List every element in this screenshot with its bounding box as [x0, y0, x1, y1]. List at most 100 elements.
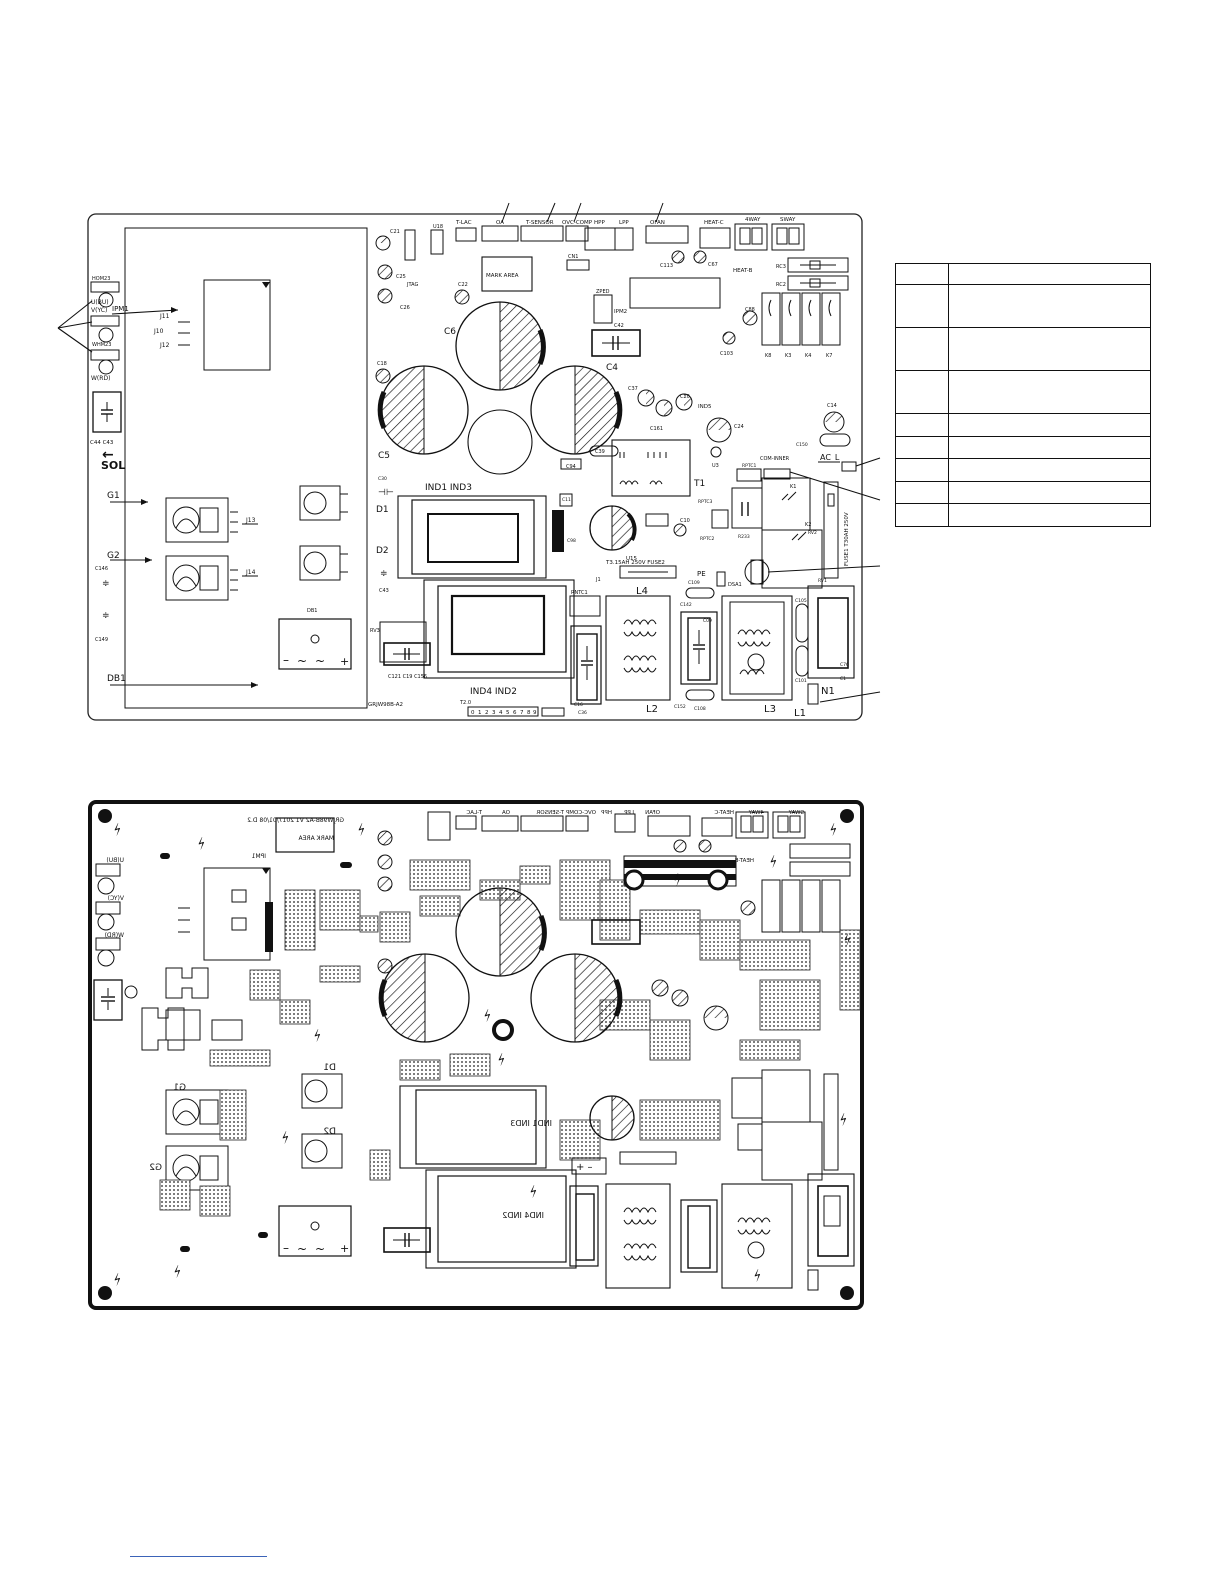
label-c94: C94	[566, 464, 576, 470]
svg-text:5: 5	[506, 710, 510, 716]
label-ac-l: AC_L	[820, 453, 840, 462]
svg-text:–: –	[283, 653, 289, 667]
legend-cell	[948, 284, 1151, 329]
svg-text:9: 9	[533, 710, 537, 716]
bottom-version: GRJW98B-A2 V1 2017/01/08 D.2	[247, 817, 344, 824]
svg-text:~: ~	[315, 1242, 325, 1256]
svg-text:≑: ≑	[102, 579, 110, 589]
label-u15: U15	[626, 556, 638, 562]
relay-k7: K7	[826, 353, 832, 359]
label-c105: C105	[795, 598, 807, 604]
legend-cell	[895, 435, 949, 460]
bottom-header-ovc-comp: OVC-COMP	[565, 810, 596, 816]
bottom-d2: D2	[323, 1127, 336, 1137]
legend-cell	[948, 503, 1151, 527]
label-k2: K2	[805, 522, 811, 528]
label-c18: C18	[377, 361, 387, 367]
label-j1: J1	[595, 577, 601, 583]
header-ofan: OFAN	[650, 220, 665, 226]
label-g1: G1	[107, 491, 120, 501]
bottom-ipm1: IPM1	[251, 853, 266, 860]
svg-text:4: 4	[499, 710, 503, 716]
label-c98: C98	[567, 538, 576, 544]
legend-cell	[895, 370, 949, 415]
label-c11: C11	[562, 497, 571, 503]
footer-link-underline	[130, 1556, 267, 1557]
bottom-ind42: IND4 IND2	[502, 1211, 544, 1220]
label-c101: C101	[795, 678, 807, 684]
label-c161: C161	[650, 426, 663, 432]
label-w: W(RD)	[91, 375, 110, 382]
label-j12: J12	[159, 342, 170, 349]
label-c24: C24	[734, 424, 744, 430]
bottom-header-lpp: LPP	[624, 810, 634, 816]
bottom-ind13: IND1 IND3	[510, 1119, 552, 1128]
legend-cell	[895, 458, 949, 482]
label-sol: SOL	[101, 459, 125, 472]
label-rc3: RC3	[776, 264, 786, 270]
label-vyc: WHM23	[92, 342, 111, 348]
label-j13: J13	[245, 517, 256, 524]
header-lpp: LPP	[619, 220, 629, 226]
label-c16: C16	[574, 702, 583, 708]
label-rc2: RC2	[776, 282, 786, 288]
label-c67: C67	[708, 262, 718, 268]
label-k1: K1	[790, 484, 796, 490]
legend-cell	[948, 262, 1151, 286]
label-db1: DB1	[307, 608, 317, 614]
label-pe: PE	[697, 570, 706, 578]
label-c25: C25	[396, 274, 406, 280]
relay-row: K8 K3 K4 K7	[761, 292, 841, 359]
legend-cell	[895, 503, 949, 527]
label-c76: C76	[840, 662, 849, 668]
label-r233: R233	[738, 534, 750, 540]
label-d2: D2	[376, 546, 389, 556]
label-c152: C152	[674, 704, 686, 710]
header-sway: SWAY	[780, 217, 796, 223]
label-c26: C26	[400, 305, 410, 311]
ipm-area	[124, 227, 368, 709]
label-c149: C149	[95, 637, 108, 643]
label-l2: L2	[646, 704, 658, 715]
bottom-mark-area: MARK AREA	[298, 835, 334, 842]
label-c88: C88	[745, 307, 755, 313]
header-ovc-comp: OVC-COMP	[562, 220, 593, 226]
label-t2: T2.0	[459, 700, 471, 706]
label-c36: C36	[578, 710, 587, 716]
label-j14: J14	[245, 569, 256, 576]
label-c09: C09	[703, 618, 712, 624]
label-rntc1: RNTC1	[571, 590, 588, 596]
svg-text:~: ~	[297, 654, 307, 668]
label-c14: C14	[827, 403, 837, 409]
label-c44: C44 C43	[90, 440, 114, 446]
header-heat-c: HEAT-C	[704, 220, 724, 226]
svg-text:1: 1	[478, 710, 482, 716]
label-g2: G2	[107, 551, 120, 561]
relay-k3: K3	[785, 353, 791, 359]
bottom-header-t-sensor: T-SENSOR	[536, 810, 565, 816]
label-ipm1: IPM1	[112, 305, 129, 313]
label-c1: C1	[840, 676, 846, 682]
legend-cell	[948, 435, 1151, 460]
svg-text:⊣⊢: ⊣⊢	[378, 488, 394, 498]
legend-cell	[895, 413, 949, 437]
label-c121: C121 C19 C156	[388, 674, 427, 680]
label-c42: C42	[614, 323, 624, 329]
svg-text:3: 3	[492, 710, 496, 716]
label-c108: C108	[694, 706, 706, 712]
label-c5: C5	[378, 451, 390, 461]
label-c142: C142	[680, 602, 692, 608]
svg-text:+: +	[340, 655, 349, 668]
svg-text:–: –	[283, 1241, 289, 1255]
bottom-header-ofan: OFAN	[645, 810, 660, 816]
label-c30: C30	[378, 476, 387, 482]
label-db1-left: DB1	[107, 674, 126, 684]
label-rv2: RV2	[808, 530, 817, 536]
legend-cell	[948, 327, 1151, 372]
svg-text:2: 2	[485, 710, 489, 716]
legend-cell	[948, 413, 1151, 437]
label-mark-area: MARK AREA	[486, 273, 519, 279]
bottom-d1: D1	[323, 1063, 336, 1073]
bottom-heat-b: HEAT-B	[734, 858, 754, 864]
label-d1: D1	[376, 505, 389, 515]
